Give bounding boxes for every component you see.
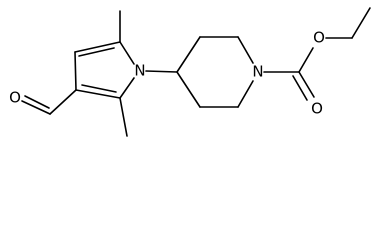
bond-carbonyl-o-single <box>298 47 314 73</box>
atom-ester-o-double: O <box>311 100 323 118</box>
bond-n-piperidine <box>145 70 178 73</box>
bond-pyrrole-c2-n <box>119 77 135 99</box>
bond-carbonyl-o-double <box>298 71 315 98</box>
molecule-structure: N N O O O <box>9 7 371 137</box>
bond-pip-c2-n <box>237 36 254 64</box>
bond-methyl-c2 <box>119 97 128 137</box>
bond-pip-c4-c3 <box>176 36 201 73</box>
bond-pip-n-c6 <box>237 80 254 108</box>
bond-pyrrole-c3-c2 <box>75 89 121 99</box>
bond-c3-cho <box>49 89 77 115</box>
bond-cho-o-double <box>24 95 50 109</box>
atom-aldehyde-o: O <box>9 89 21 107</box>
atom-ester-o-single: O <box>313 29 325 47</box>
bond-cho-o <box>21 100 51 115</box>
bond-pyrrole-c5-c4-double <box>78 47 115 57</box>
bond-pip-c5-c4 <box>176 71 201 108</box>
atom-piperidine-n: N <box>252 63 263 81</box>
bond-pyrrole-n-c5 <box>119 41 135 65</box>
bond-carbonyl-o-double-2 <box>292 75 308 101</box>
bond-pyrrole-c5-c4 <box>74 41 121 53</box>
bond-pyrrole-c3-c2-double <box>81 84 117 93</box>
atom-pyrrole-n: N <box>134 62 145 80</box>
bond-pyrrole-c4-c3 <box>74 51 77 91</box>
bond-ethyl-ch3 <box>351 7 371 39</box>
